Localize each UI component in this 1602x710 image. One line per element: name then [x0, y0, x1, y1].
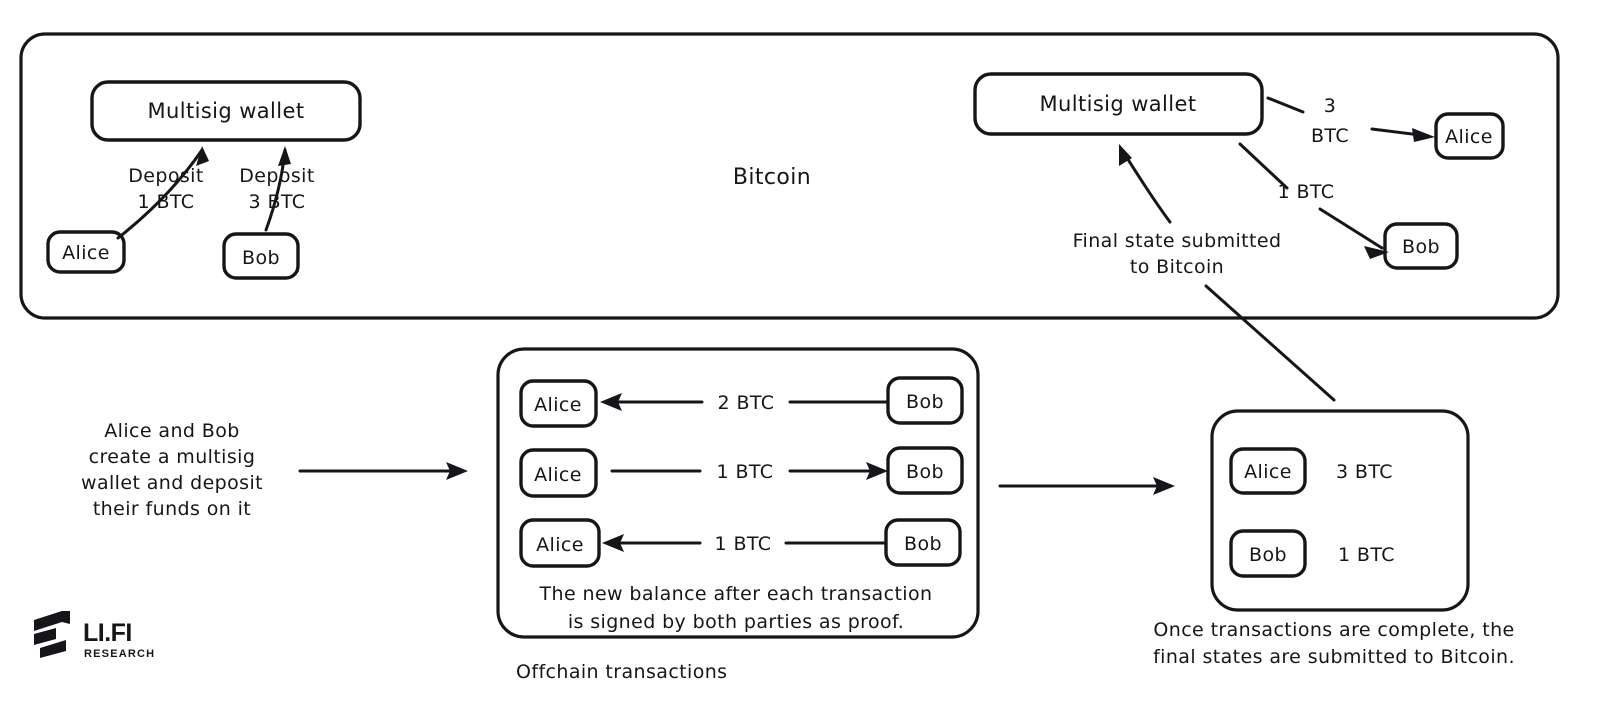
- settlement-stage: Multisig wallet Alice Bob 3 BTC 1 BTC Fi…: [973, 72, 1505, 278]
- alice-deposit-connector: [116, 148, 204, 240]
- alice-payout-amount-line1: 3: [1324, 95, 1337, 117]
- step-caption-line3: wallet and deposit: [81, 472, 263, 494]
- offchain-transaction-row: Alice Bob 1 BTC: [519, 518, 962, 568]
- alice-payout-box[interactable]: [1434, 112, 1505, 160]
- multisig-wallet-settlement-box[interactable]: [973, 72, 1264, 136]
- bob-deposit-amount-line2: 3 BTC: [249, 191, 306, 213]
- bob-deposit-arrowhead: [278, 146, 291, 166]
- bob-depositor-box[interactable]: [222, 232, 300, 280]
- final-state-alice-box[interactable]: [1229, 447, 1307, 495]
- final-state-note-line1: Final state submitted: [1073, 230, 1282, 252]
- bob-depositor-label: Bob: [242, 247, 280, 269]
- step-caption-line4: their funds on it: [93, 498, 251, 520]
- offchain-alice-box-3[interactable]: [519, 518, 601, 568]
- multisig-wallet-deposit-box[interactable]: [90, 80, 362, 142]
- offchain-footnote-line2: is signed by both parties as proof.: [568, 611, 904, 633]
- offchain-bob-label-1: Bob: [906, 391, 944, 413]
- bob-deposit-amount-line1: Deposit: [239, 165, 314, 187]
- offchain-arrowhead-1: [600, 393, 622, 411]
- onchain-bitcoin-panel: Bitcoin Multisig wallet Alice Bob Deposi…: [19, 32, 1560, 320]
- flow-arrow-caption-to-offchain: [298, 462, 468, 480]
- step-caption-line2: create a multisig: [89, 446, 256, 468]
- offchain-bob-box-3[interactable]: [884, 518, 962, 567]
- wallet-to-bob-connector: [1318, 207, 1384, 250]
- offchain-alice-label-1: Alice: [534, 394, 582, 416]
- wallet-to-alice-connector-stub: [1266, 96, 1305, 114]
- alice-payout-amount-line2: BTC: [1311, 125, 1349, 147]
- offchain-amount-1: 2 BTC: [718, 392, 775, 414]
- offchain-arrowhead-2: [866, 462, 888, 480]
- flow-arrow-1-head: [446, 462, 468, 480]
- offchain-amount-2: 1 BTC: [717, 461, 774, 483]
- offchain-bob-box-1[interactable]: [886, 376, 964, 425]
- alice-depositor-label: Alice: [62, 242, 110, 264]
- lifi-wordmark: LI.FI: [83, 619, 132, 647]
- flow-arrow-2-head: [1153, 477, 1175, 495]
- offchain-transaction-row: Alice Bob 2 BTC: [519, 376, 964, 428]
- offchain-alice-box-1[interactable]: [519, 379, 598, 428]
- step-one-caption: Alice and Bob create a multisig wallet a…: [81, 420, 263, 520]
- offchain-alice-box-2[interactable]: [519, 448, 598, 498]
- bob-payout-label: Bob: [1402, 236, 1440, 258]
- final-state-bob-box[interactable]: [1229, 529, 1307, 578]
- final-state-alice-amount: 3 BTC: [1336, 461, 1393, 483]
- offchain-transactions-panel: Alice Bob 2 BTC Alice Bob 1 BTC Alice Bo…: [496, 347, 980, 639]
- bob-payout-box[interactable]: [1383, 222, 1459, 270]
- bitcoin-network-label: Bitcoin: [733, 165, 811, 190]
- lifi-mark-icon: [34, 611, 70, 658]
- offchain-bob-label-2: Bob: [906, 461, 944, 483]
- alice-deposit-amount-line2: 1 BTC: [138, 191, 195, 213]
- final-state-caption-line1: Once transactions are complete, the: [1153, 619, 1514, 641]
- final-state-bob-amount: 1 BTC: [1338, 544, 1395, 566]
- final-state-panel-border: [1210, 409, 1470, 612]
- onchain-panel-border: [19, 32, 1560, 320]
- final-state-alice-label: Alice: [1244, 461, 1292, 483]
- multisig-wallet-deposit-label: Multisig wallet: [148, 99, 305, 123]
- step-caption-line1: Alice and Bob: [104, 420, 239, 442]
- flow-arrow-offchain-to-final: [998, 477, 1175, 495]
- alice-deposit-arrowhead: [196, 146, 209, 166]
- wallet-to-bob-connector-stub: [1238, 142, 1289, 190]
- offchain-alice-label-3: Alice: [536, 534, 584, 556]
- deposit-stage: Multisig wallet Alice Bob Deposit 1 BTC …: [46, 80, 362, 280]
- final-state-note-arrowhead: [1119, 144, 1132, 166]
- final-state-caption-line2: final states are submitted to Bitcoin.: [1153, 646, 1515, 668]
- offchain-transaction-row: Alice Bob 1 BTC: [519, 446, 964, 498]
- lifi-subtitle: RESEARCH: [84, 648, 155, 660]
- offchain-panel-border: [496, 347, 980, 639]
- offchain-bob-box-2[interactable]: [886, 446, 964, 495]
- alice-deposit-amount-line1: Deposit: [128, 165, 203, 187]
- offchain-alice-label-2: Alice: [534, 464, 582, 486]
- offchain-arrowhead-3: [602, 534, 624, 552]
- final-state-panel: Alice 3 BTC Bob 1 BTC: [1210, 409, 1470, 612]
- alice-depositor-box[interactable]: [46, 230, 126, 274]
- offchain-panel-caption: Offchain transactions: [516, 661, 727, 683]
- wallet-to-bob-arrowhead: [1364, 246, 1389, 259]
- bob-payout-amount: 1 BTC: [1278, 181, 1335, 203]
- offchain-bob-label-3: Bob: [904, 533, 942, 555]
- offchain-amount-3: 1 BTC: [715, 533, 772, 555]
- final-state-note-connector: [1120, 148, 1172, 224]
- multisig-wallet-settlement-label: Multisig wallet: [1040, 92, 1197, 116]
- final-state-note-line2: to Bitcoin: [1130, 256, 1224, 278]
- alice-payout-label: Alice: [1445, 126, 1493, 148]
- offchain-footnote-line1: The new balance after each transaction: [539, 583, 933, 605]
- wallet-to-alice-arrowhead: [1412, 128, 1435, 142]
- final-state-to-onchain-connector: [1204, 284, 1336, 402]
- final-state-bob-label: Bob: [1249, 544, 1287, 566]
- lifi-research-logo: LI.FI RESEARCH: [34, 611, 155, 660]
